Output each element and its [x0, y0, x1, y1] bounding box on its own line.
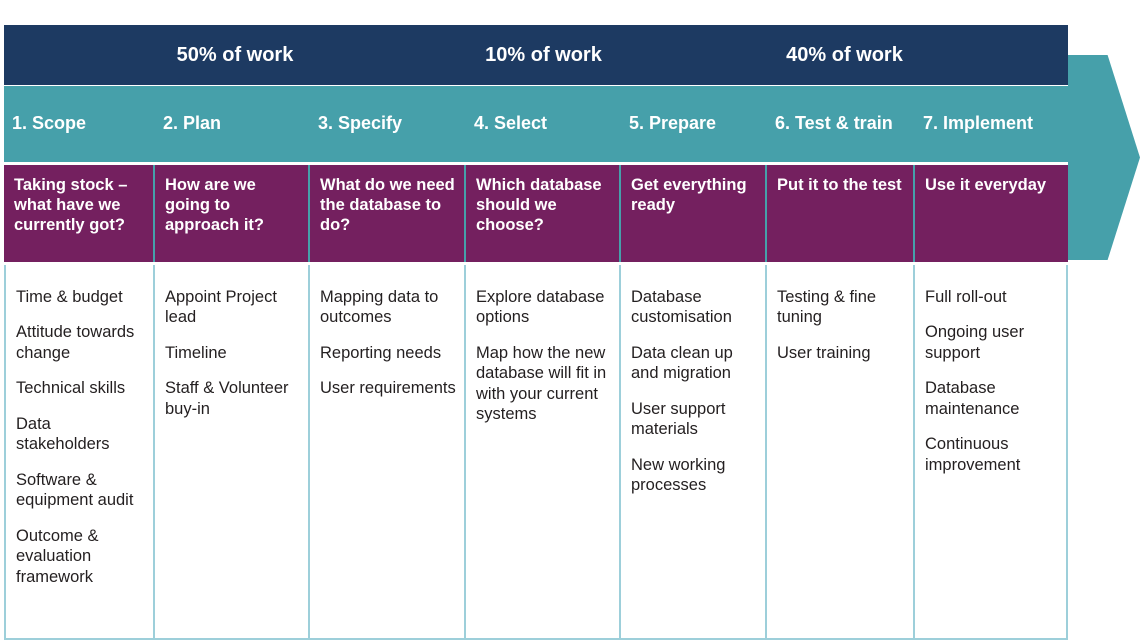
- stage-name-row: 1. Scope 2. Plan 3. Specify 4. Select 5. Pre…: [4, 86, 1068, 162]
- task-item: Reporting needs: [320, 343, 442, 362]
- task-item: User requirements: [320, 379, 456, 398]
- task-item: Data stakeholders: [16, 414, 110, 454]
- stage-name-3[interactable]: 3. Specify: [318, 113, 403, 133]
- stage-question-7: Use it everyday: [915, 165, 1068, 262]
- effort-percentage-label: 40% of work: [786, 44, 903, 66]
- stage-question-5: Get everything ready: [621, 165, 767, 262]
- task-item: Staff & Volunteer buy-in: [165, 379, 289, 418]
- stage-name-5[interactable]: 5. Prepare: [629, 113, 717, 133]
- task-item: Database maintenance: [925, 379, 1020, 418]
- task-item: Time & budget: [16, 288, 123, 306]
- effort-percentage-label: 50% of work: [176, 44, 294, 66]
- task-item: Testing & fine tuning: [777, 288, 877, 327]
- task-item: Timeline: [165, 343, 227, 362]
- task-item: Technical skills: [16, 379, 126, 398]
- task-item: User training: [777, 343, 871, 362]
- task-item: Outcome & evaluation framework: [16, 526, 99, 586]
- task-item: Database customisation: [631, 288, 732, 327]
- stage-question-6: Put it to the test: [767, 165, 915, 262]
- stage-name-2[interactable]: 2. Plan: [163, 113, 222, 133]
- task-item: Continuous improvement: [925, 435, 1021, 474]
- process-arrow-icon: [1068, 55, 1140, 260]
- task-item: Data clean up and migration: [631, 343, 733, 383]
- stage-question-row: Taking stock – what have we currently go…: [4, 165, 1068, 262]
- task-item: Mapping data to outcomes: [320, 288, 439, 327]
- stage-name-4[interactable]: 4. Select: [474, 113, 548, 133]
- effort-band-row: 50% of work 10% of work 40% of work: [4, 25, 1068, 85]
- task-item: Software & equipment audit: [16, 470, 134, 510]
- effort-percentage-label: 10% of work: [485, 44, 602, 66]
- task-item: User support materials: [631, 399, 726, 439]
- task-item: Explore database options: [476, 288, 605, 327]
- task-item: Appoint Project lead: [165, 288, 277, 327]
- task-item: Attitude towards change: [16, 323, 135, 362]
- task-item: Map how the new database will fit in wit…: [476, 343, 607, 424]
- stage-question-3: What do we need the database to do?: [310, 165, 466, 262]
- stage-question-1: Taking stock – what have we currently go…: [4, 165, 155, 262]
- stage-name-6[interactable]: 6. Test & train: [775, 113, 893, 133]
- task-item: Ongoing user support: [925, 323, 1025, 362]
- stage-name-7[interactable]: 7. Implement: [923, 113, 1034, 133]
- task-item: New working processes: [631, 455, 726, 495]
- stage-question-2: How are we going to approach it?: [155, 165, 310, 262]
- stage-question-4: Which database should we choose?: [466, 165, 621, 262]
- task-item: Full roll-out: [925, 288, 1007, 306]
- stage-name-1[interactable]: 1. Scope: [12, 113, 87, 133]
